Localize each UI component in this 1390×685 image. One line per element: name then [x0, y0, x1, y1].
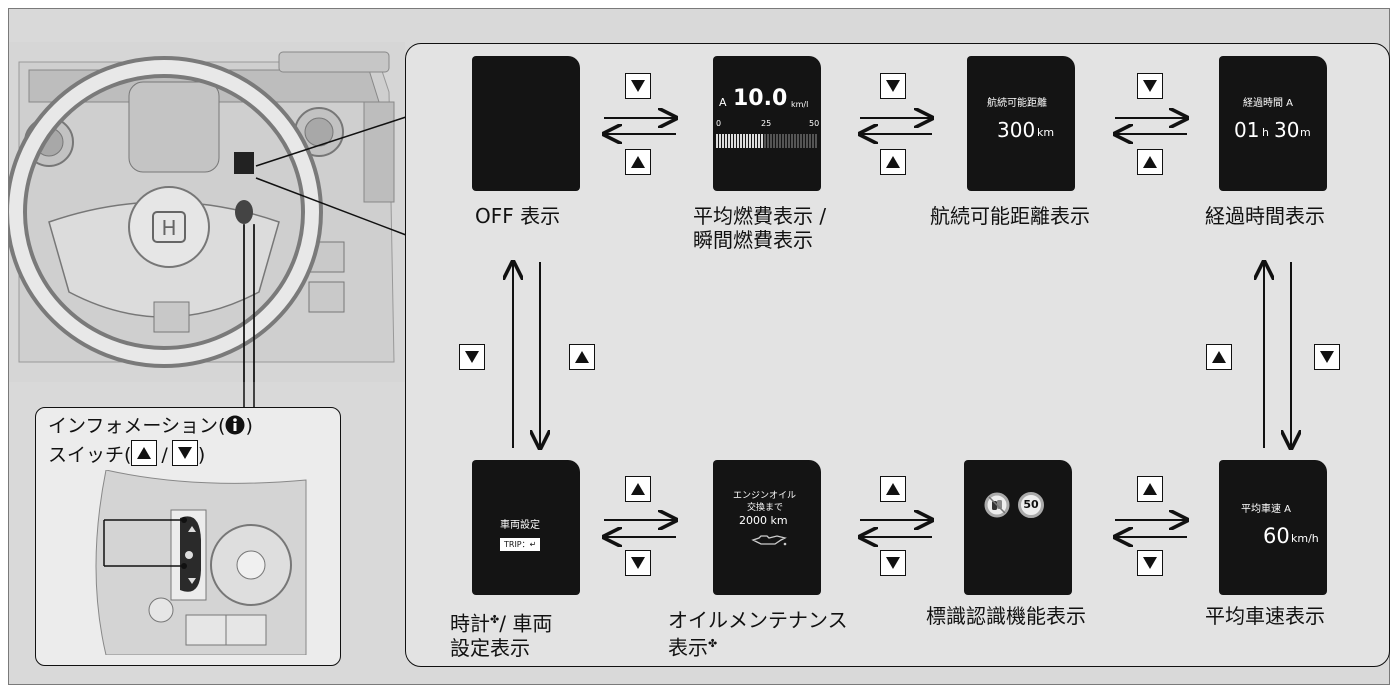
up-button-icon — [880, 149, 906, 175]
label-oil-line2: 表示 — [668, 635, 708, 660]
down-button-icon — [1137, 73, 1163, 99]
screen-elapsed-time: 経過時間 A 01 h 30 m — [1219, 56, 1327, 191]
label-fuel-economy: 平均燃費表示 / 瞬間燃費表示 — [693, 204, 826, 252]
info-switch-line2-end: ) — [197, 444, 206, 466]
down-button-icon — [880, 550, 906, 576]
label-oil-maintenance: オイルメンテナンス 表示✤ — [668, 608, 848, 660]
label-clock-line2: 設定表示 — [450, 635, 530, 660]
label-fuel-line2: 瞬間燃費表示 — [693, 228, 813, 252]
up-button-icon — [625, 149, 651, 175]
label-range: 航続可能距離表示 — [930, 204, 1090, 228]
info-icon — [225, 415, 245, 435]
trip-badge: TRIP：↵ — [500, 538, 541, 551]
down-button-icon — [459, 344, 485, 370]
avg-speed-value: 60 — [1263, 524, 1290, 548]
up-button-icon — [880, 476, 906, 502]
speed-limit-sign-icon: 50 — [1018, 492, 1044, 518]
clock-title: 車両設定 — [500, 520, 540, 531]
screen-fuel-economy: A 10.0 km/l 0 25 50 — [713, 56, 821, 191]
elapsed-hours: 01 — [1234, 118, 1260, 142]
up-button-icon — [1206, 344, 1232, 370]
label-clock-settings: 時計✤/ 車両 設定表示 — [450, 608, 552, 660]
elapsed-title: 経過時間 A — [1243, 98, 1294, 109]
avg-speed-unit: km/h — [1291, 532, 1319, 545]
down-button-icon — [171, 440, 198, 466]
label-off: OFF 表示 — [475, 204, 561, 228]
up-button-icon — [1137, 149, 1163, 175]
fuel-scale-50: 50 — [809, 119, 820, 128]
info-switch-separator: / — [161, 444, 168, 466]
info-switch-callout: インフォメーション() スイッチ( /) — [35, 407, 341, 666]
screen-oil-maintenance: エンジンオイル 交換まで 2000 km — [713, 460, 821, 595]
up-button-icon — [569, 344, 595, 370]
svg-text:H: H — [161, 216, 176, 240]
oil-line3: 2000 km — [739, 514, 788, 527]
label-elapsed-time: 経過時間表示 — [1205, 204, 1325, 228]
screen-range: 航続可能距離 300 km — [967, 56, 1075, 191]
elapsed-m-unit: m — [1300, 126, 1311, 139]
no-overtaking-sign-icon — [984, 492, 1010, 518]
down-button-icon — [625, 73, 651, 99]
steering-wheel-illustration: H — [9, 42, 405, 382]
fuel-unit: km/l — [791, 100, 809, 109]
info-switch-line1: インフォメーション( — [48, 415, 226, 437]
up-button-icon — [1137, 476, 1163, 502]
screen-off — [472, 56, 580, 191]
screen-sign-recognition: 50 — [964, 460, 1072, 595]
label-average-speed: 平均車速表示 — [1205, 604, 1325, 628]
oil-line1: エンジンオイル — [733, 491, 797, 501]
screen-average-speed: 平均車速 A 60 km/h — [1219, 460, 1327, 595]
elapsed-h-unit: h — [1262, 126, 1269, 139]
steering-switch-illustration — [95, 470, 307, 655]
down-button-icon — [1314, 344, 1340, 370]
label-oil-line1: オイルメンテナンス — [668, 608, 848, 632]
label-clock-line1-rest: / 車両 — [499, 611, 553, 636]
info-switch-line2: スイッチ( — [48, 444, 132, 466]
range-unit: km — [1037, 126, 1055, 139]
fuel-scale-25: 25 — [761, 119, 772, 128]
fuel-bar-filled — [716, 134, 764, 148]
up-button-icon — [131, 440, 158, 466]
fuel-bar-empty — [764, 134, 818, 148]
fuel-scale-0: 0 — [716, 119, 722, 128]
info-switch-line1-end: ) — [245, 415, 253, 437]
info-switch-subtitle: スイッチ( /) — [48, 440, 205, 467]
label-sign-recognition: 標識認識機能表示 — [926, 604, 1086, 628]
footnote-mark: ✤ — [490, 613, 500, 626]
elapsed-minutes: 30 — [1274, 118, 1300, 142]
info-switch-title: インフォメーション() — [48, 414, 253, 438]
down-button-icon — [625, 550, 651, 576]
oil-can-icon — [751, 535, 787, 546]
down-button-icon — [1137, 550, 1163, 576]
range-value: 300 — [997, 118, 1036, 142]
screen-clock-settings: 車両設定 TRIP：↵ — [472, 460, 580, 595]
footnote-mark: ✤ — [708, 637, 718, 650]
up-button-icon — [625, 476, 651, 502]
fuel-prefix: A — [719, 96, 727, 109]
down-button-icon — [880, 73, 906, 99]
oil-line2: 交換まで — [747, 503, 784, 513]
label-fuel-line1: 平均燃費表示 / — [693, 204, 827, 228]
speed-limit-value: 50 — [1023, 498, 1039, 511]
range-title: 航続可能距離 — [987, 98, 1047, 109]
fuel-value: 10.0 — [733, 86, 788, 111]
avg-speed-title: 平均車速 A — [1241, 504, 1292, 515]
label-clock-line1: 時計 — [450, 611, 490, 636]
